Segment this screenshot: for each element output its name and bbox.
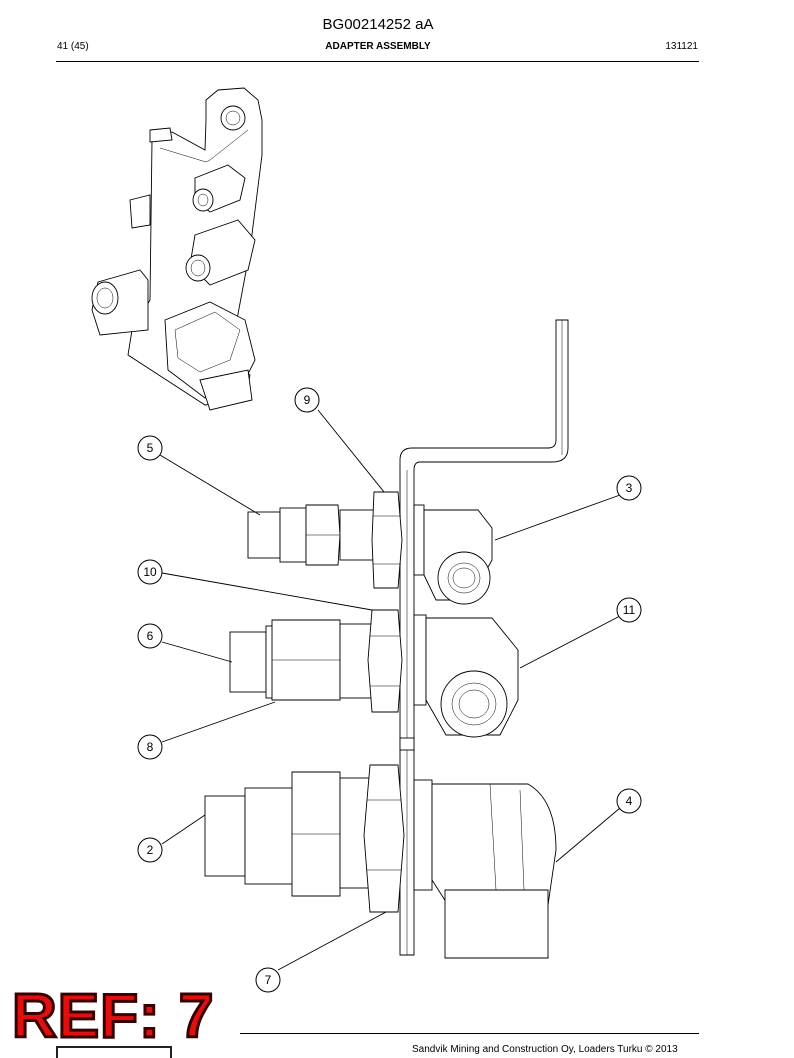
- fitting-row-3: [204, 764, 557, 959]
- balloon-label: 6: [147, 629, 154, 643]
- balloon-4: 4: [616, 788, 642, 814]
- header-rule: [56, 61, 699, 62]
- main-plate: [399, 319, 569, 956]
- footer-rule: [240, 1033, 699, 1034]
- balloon-5: 5: [137, 435, 163, 461]
- balloon-label: 7: [265, 973, 272, 987]
- overview-assembly: [91, 87, 263, 411]
- balloon-7: 7: [255, 967, 281, 993]
- balloon-11: 11: [616, 597, 642, 623]
- balloon-2: 2: [137, 837, 163, 863]
- balloon-8: 8: [137, 734, 163, 760]
- document-id: BG00214252 aA: [322, 16, 434, 33]
- balloon-label: 4: [626, 794, 633, 808]
- balloon-label: 11: [623, 603, 636, 617]
- page-number: 41 (45): [57, 41, 89, 52]
- balloon-3: 3: [616, 475, 642, 501]
- ref-stamp: REF: 7: [10, 982, 215, 1051]
- leader-lines: [159, 409, 621, 971]
- balloon-9: 9: [294, 387, 320, 413]
- footer-copyright: Sandvik Mining and Construction Oy, Load…: [412, 1044, 678, 1055]
- balloon-10: 10: [137, 559, 163, 585]
- balloon-6: 6: [137, 623, 163, 649]
- document-date: 131121: [665, 41, 698, 52]
- balloon-label: 10: [143, 565, 157, 579]
- balloon-label: 2: [147, 843, 154, 857]
- fitting-row-1: [247, 491, 493, 605]
- fitting-row-2: [229, 609, 519, 738]
- balloon-label: 8: [147, 740, 154, 754]
- balloon-label: 5: [147, 441, 154, 455]
- balloon-label: 3: [626, 481, 633, 495]
- balloon-label: 9: [304, 393, 311, 407]
- page-title: ADAPTER ASSEMBLY: [325, 41, 431, 52]
- brand-logo: [56, 1046, 172, 1058]
